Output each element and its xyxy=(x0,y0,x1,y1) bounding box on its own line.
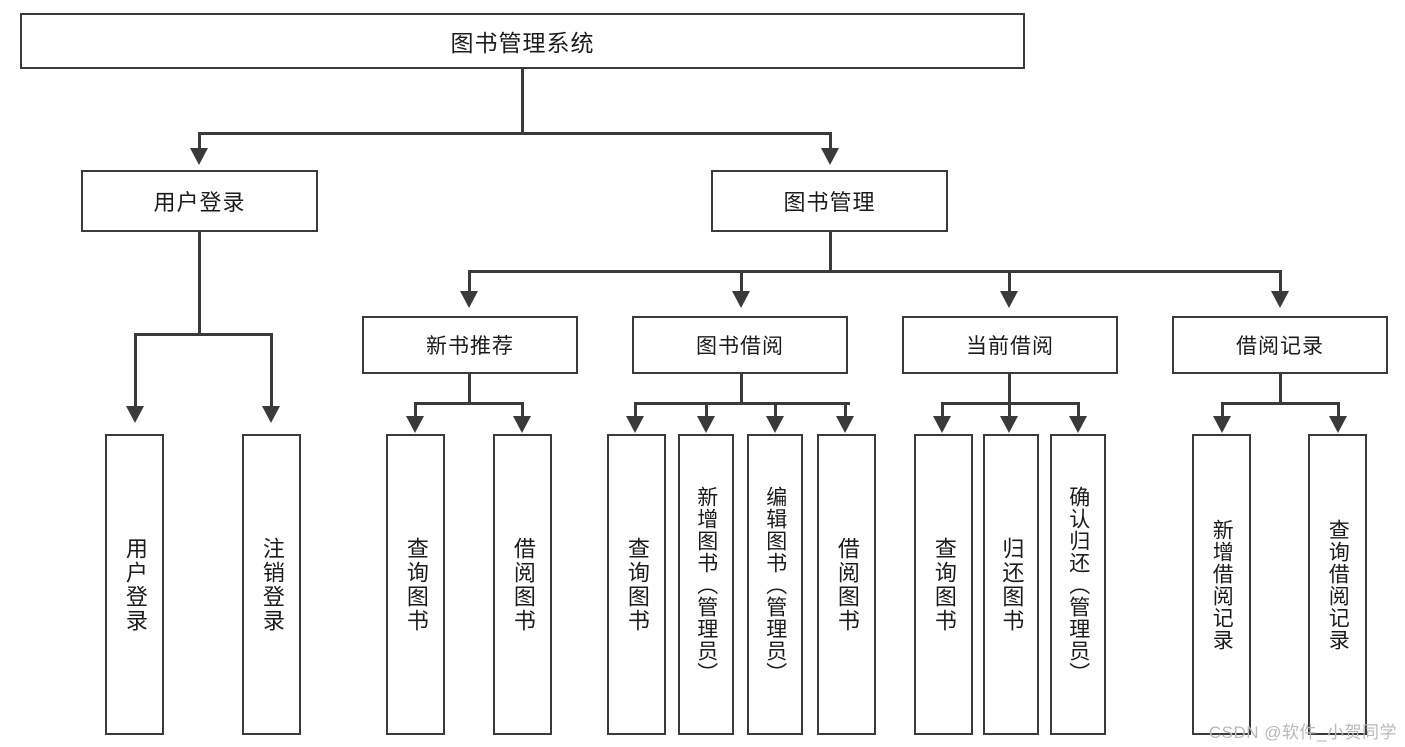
connector-user-login-stem xyxy=(198,232,201,335)
arrowhead-book-borrow-child-2 xyxy=(697,416,715,433)
leaf-new-book-query[interactable]: 查询图书 xyxy=(386,434,445,735)
node-label: 图书管理 xyxy=(783,190,876,215)
leaf-current-borrow-confirm-admin[interactable]: 确认归还（管理员） xyxy=(1050,434,1106,735)
node-borrow-record[interactable]: 借阅记录 xyxy=(1172,316,1388,374)
connector-root-to-user-login xyxy=(198,132,201,150)
leaf-label: 新增图书（管理员） xyxy=(694,485,718,684)
node-root-system[interactable]: 图书管理系统 xyxy=(20,13,1025,69)
connector-current-borrow-stem xyxy=(1008,374,1011,404)
node-book-manage[interactable]: 图书管理 xyxy=(711,170,948,232)
node-new-book-recommend[interactable]: 新书推荐 xyxy=(362,316,578,374)
leaf-borrow-record-query[interactable]: 查询借阅记录 xyxy=(1308,434,1367,735)
connector-book-manage-child-1 xyxy=(468,270,471,293)
connector-root-stem xyxy=(521,69,524,134)
arrowhead-book-manage-child-4 xyxy=(1271,291,1289,308)
arrowhead-user-login-child-1 xyxy=(126,406,144,423)
node-label: 图书借阅 xyxy=(696,335,784,358)
arrowhead-user-login-child-2 xyxy=(262,406,280,423)
arrowhead-borrow-record-child-1 xyxy=(1213,416,1231,433)
arrowhead-root-to-user-login xyxy=(190,148,208,165)
connector-book-manage-child-3 xyxy=(1008,270,1011,293)
arrowhead-book-borrow-child-1 xyxy=(626,416,644,433)
leaf-label: 查询图书 xyxy=(931,536,957,633)
arrowhead-book-manage-child-1 xyxy=(460,291,478,308)
connector-current-borrow-child-1 xyxy=(941,402,944,418)
arrowhead-current-borrow-child-3 xyxy=(1069,416,1087,433)
connector-book-borrow-child-4 xyxy=(844,402,847,418)
node-label: 用户登录 xyxy=(153,190,246,215)
connector-borrow-record-child-1 xyxy=(1221,402,1224,418)
connector-new-book-stem xyxy=(468,374,471,404)
leaf-user-login-login[interactable]: 用户登录 xyxy=(105,434,164,735)
node-label: 图书管理系统 xyxy=(450,30,595,56)
arrowhead-book-manage-child-3 xyxy=(1000,291,1018,308)
connector-new-book-bus xyxy=(414,402,524,405)
arrowhead-new-book-child-2 xyxy=(513,416,531,433)
connector-book-manage-stem xyxy=(829,232,832,272)
leaf-book-borrow-edit-admin[interactable]: 编辑图书（管理员） xyxy=(747,434,803,735)
leaf-label: 归还图书 xyxy=(999,536,1025,633)
leaf-label: 查询图书 xyxy=(403,536,429,633)
connector-book-borrow-child-2 xyxy=(705,402,708,418)
leaf-borrow-record-add[interactable]: 新增借阅记录 xyxy=(1192,434,1251,735)
arrowhead-current-borrow-child-2 xyxy=(1000,416,1018,433)
connector-new-book-child-2 xyxy=(521,402,524,418)
leaf-label: 借阅图书 xyxy=(510,536,536,633)
node-label: 借阅记录 xyxy=(1236,335,1324,358)
leaf-label: 用户登录 xyxy=(122,536,148,633)
connector-book-borrow-child-3 xyxy=(774,402,777,418)
connector-new-book-child-1 xyxy=(414,402,417,418)
leaf-label: 编辑图书（管理员） xyxy=(763,485,787,684)
connector-book-borrow-stem xyxy=(740,374,743,404)
csdn-watermark: CSDN @软件_小贺同学 xyxy=(1208,723,1397,742)
arrowhead-book-borrow-child-4 xyxy=(836,416,854,433)
leaf-current-borrow-return[interactable]: 归还图书 xyxy=(983,434,1039,735)
arrowhead-borrow-record-child-2 xyxy=(1329,416,1347,433)
node-label: 新书推荐 xyxy=(426,335,514,358)
connector-book-borrow-child-1 xyxy=(634,402,637,418)
connector-user-login-bus xyxy=(134,333,273,336)
connector-borrow-record-bus xyxy=(1221,402,1340,405)
arrowhead-book-manage-child-2 xyxy=(732,291,750,308)
connector-book-borrow-bus xyxy=(634,402,850,405)
connector-root-bus xyxy=(198,132,830,135)
node-current-borrow[interactable]: 当前借阅 xyxy=(902,316,1118,374)
leaf-current-borrow-query[interactable]: 查询图书 xyxy=(914,434,973,735)
connector-borrow-record-child-2 xyxy=(1337,402,1340,418)
arrowhead-book-borrow-child-3 xyxy=(766,416,784,433)
connector-user-login-child-2 xyxy=(270,333,273,408)
leaf-label: 注销登录 xyxy=(259,536,285,633)
leaf-book-borrow-query[interactable]: 查询图书 xyxy=(607,434,666,735)
leaf-label: 确认归还（管理员） xyxy=(1066,485,1090,684)
connector-root-to-book-manage xyxy=(829,132,832,150)
connector-current-borrow-child-2 xyxy=(1008,402,1011,418)
leaf-new-book-borrow[interactable]: 借阅图书 xyxy=(493,434,552,735)
leaf-user-login-logout[interactable]: 注销登录 xyxy=(242,434,301,735)
connector-book-manage-child-2 xyxy=(740,270,743,293)
connector-book-manage-bus xyxy=(468,270,1282,273)
leaf-book-borrow-borrow[interactable]: 借阅图书 xyxy=(817,434,876,735)
connector-book-manage-child-4 xyxy=(1279,270,1282,293)
leaf-book-borrow-add-admin[interactable]: 新增图书（管理员） xyxy=(678,434,734,735)
node-label: 当前借阅 xyxy=(966,335,1054,358)
arrowhead-new-book-child-1 xyxy=(406,416,424,433)
arrowhead-root-to-book-manage xyxy=(821,148,839,165)
leaf-label: 查询借阅记录 xyxy=(1326,518,1350,651)
leaf-label: 查询图书 xyxy=(624,536,650,633)
leaf-label: 借阅图书 xyxy=(834,536,860,633)
arrowhead-current-borrow-child-1 xyxy=(933,416,951,433)
connector-borrow-record-stem xyxy=(1279,374,1282,404)
connector-current-borrow-child-3 xyxy=(1077,402,1080,418)
node-book-borrow[interactable]: 图书借阅 xyxy=(632,316,848,374)
node-user-login[interactable]: 用户登录 xyxy=(81,170,318,232)
leaf-label: 新增借阅记录 xyxy=(1210,518,1234,651)
connector-user-login-child-1 xyxy=(134,333,137,408)
